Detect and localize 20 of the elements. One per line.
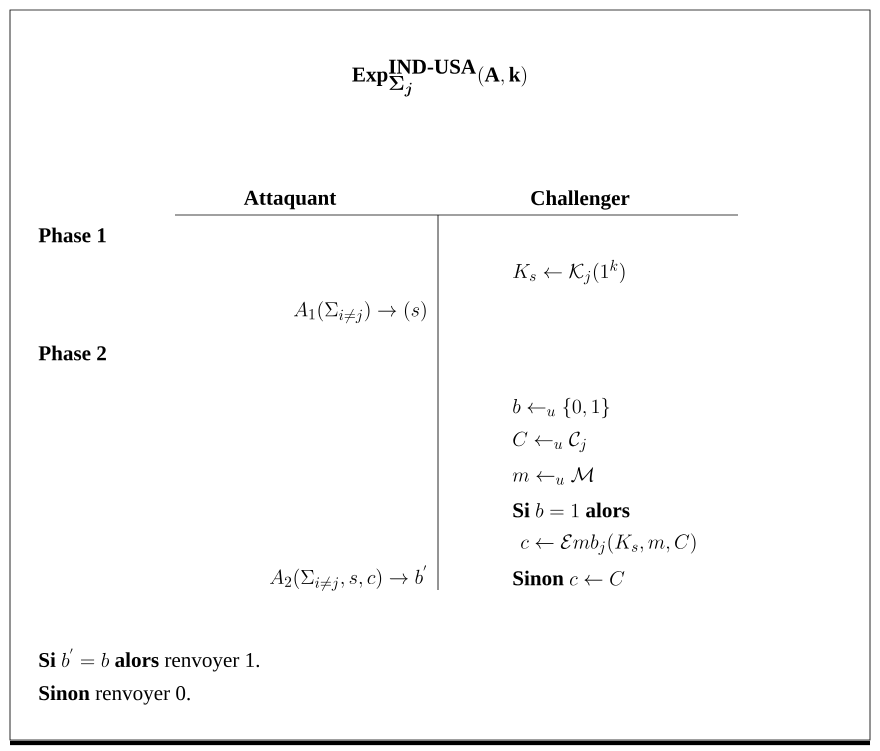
formula-line: $c \leftarrow \mathcal{E}mb_j(K_s,m,C)$ <box>521 533 696 555</box>
title: $\mathbf{Exp}^{\textbf{IND-USA}}_{\mbox{\boldmath$\Sigma_j$}}(\mathbf{A},\mathbf{k})$ <box>352 60 526 96</box>
formula-line: $A_2(\Sigma_{i\neq j},s,c) \rightarrow b^{'}$ <box>270 565 426 591</box>
phase-label: Phase 2 <box>38 346 106 360</box>
column-heading: Attaquant <box>244 190 336 210</box>
formula-line: $m \leftarrow_u \mathcal{M}$ <box>512 467 594 485</box>
formula-line: $K_s \leftarrow \mathcal{K}_j(1^k)$ <box>513 260 624 284</box>
condition-line: Sinon $c \leftarrow C$ <box>513 570 624 586</box>
label: $b^{'} = b$ <box>62 648 110 668</box>
label: renvoyer 1. <box>164 653 260 672</box>
phase-label: Phase 1 <box>38 228 106 242</box>
label: alors <box>115 652 159 668</box>
formula-line: $A_1(\Sigma_{i\neq j}) \rightarrow (s)$ <box>294 301 426 324</box>
result-line: Si $b^{'} = b$ alors renvoyer 1. <box>39 648 260 672</box>
column-heading: Challenger <box>531 190 630 210</box>
formula-line: $b \leftarrow_u \{0,1\}$ <box>513 398 610 418</box>
result-line: Sinon renvoyer 0. <box>39 685 190 705</box>
condition-line: Si $b = 1$ alors <box>513 502 630 518</box>
label: Si <box>39 652 56 668</box>
formula-line: $C \leftarrow_u \mathcal{C}_j$ <box>513 432 586 452</box>
